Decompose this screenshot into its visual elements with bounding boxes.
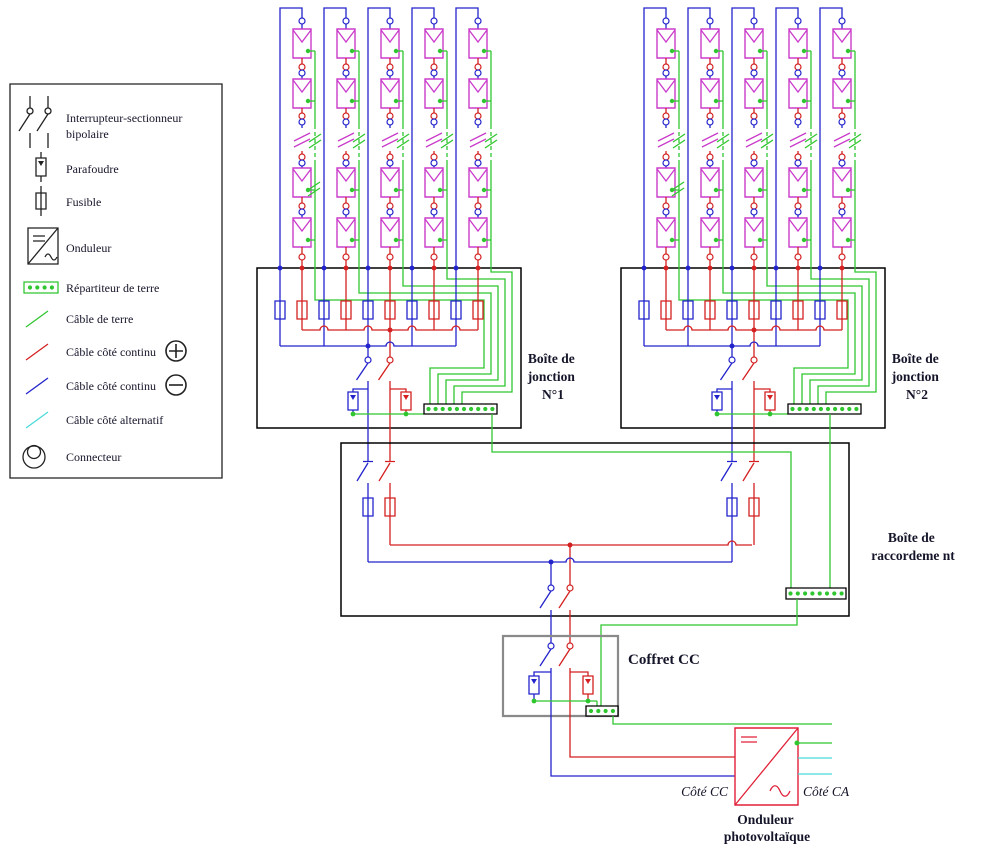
legend: Interrupteur-sectionneur bipolaire Paraf… [10,84,222,478]
inverter-label: Onduleur photovoltaïque [724,812,810,844]
connector-icon [23,446,45,469]
coffret-cc-label: Coffret CC [628,652,700,668]
legend-label-onduleur: Onduleur [66,241,111,255]
junction-box-2 [621,8,885,562]
legend-frame [10,84,222,478]
junction-box-1-label: Boîte de jonction N°1 [527,351,579,402]
legend-label-connecteur: Connecteur [66,450,121,464]
junction-box-1 [257,8,521,562]
junction-box-2-label: Boîte de jonction N°2 [891,351,943,402]
legend-label-fusible: Fusible [66,195,101,209]
legend-label-cable-minus: Câble côté continu [66,379,156,393]
ac-side-label: Côté CA [803,784,850,799]
legend-label-cable-ac: Câble côté alternatif [66,413,163,427]
legend-label-cable-terre: Câble de terre [66,312,133,326]
dc-plus-cable-swatch [26,344,48,360]
labels: Boîte de jonction N°1 Boîte de jonction … [527,351,956,844]
surge-protector-icon [35,152,47,182]
inverter [735,728,832,805]
fuse-icon [36,186,46,216]
plus-badge-icon [166,341,186,361]
minus-badge-icon [166,375,186,395]
legend-label-parafoudre: Parafoudre [66,162,119,176]
inverter-icon [28,228,58,264]
legend-label-cable-plus: Câble côté continu [66,345,156,359]
disconnect-switch-icon [19,96,51,148]
raccordement-label: Boîte de raccordeme nt [871,530,955,563]
dc-side-label: Côté CC [681,784,729,799]
legend-label-interrupteur: Interrupteur-sectionneur bipolaire [66,111,185,141]
legend-label-repartiteur: Répartiteur de terre [66,281,159,295]
dc-minus-cable-swatch [26,378,48,394]
earth-block-icon [24,282,58,293]
ac-output-wires [798,758,832,774]
coffret-cc-box [503,636,832,776]
earth-cable-swatch [26,311,48,327]
raccordement-box [341,414,849,706]
ac-cable-swatch [26,412,48,428]
